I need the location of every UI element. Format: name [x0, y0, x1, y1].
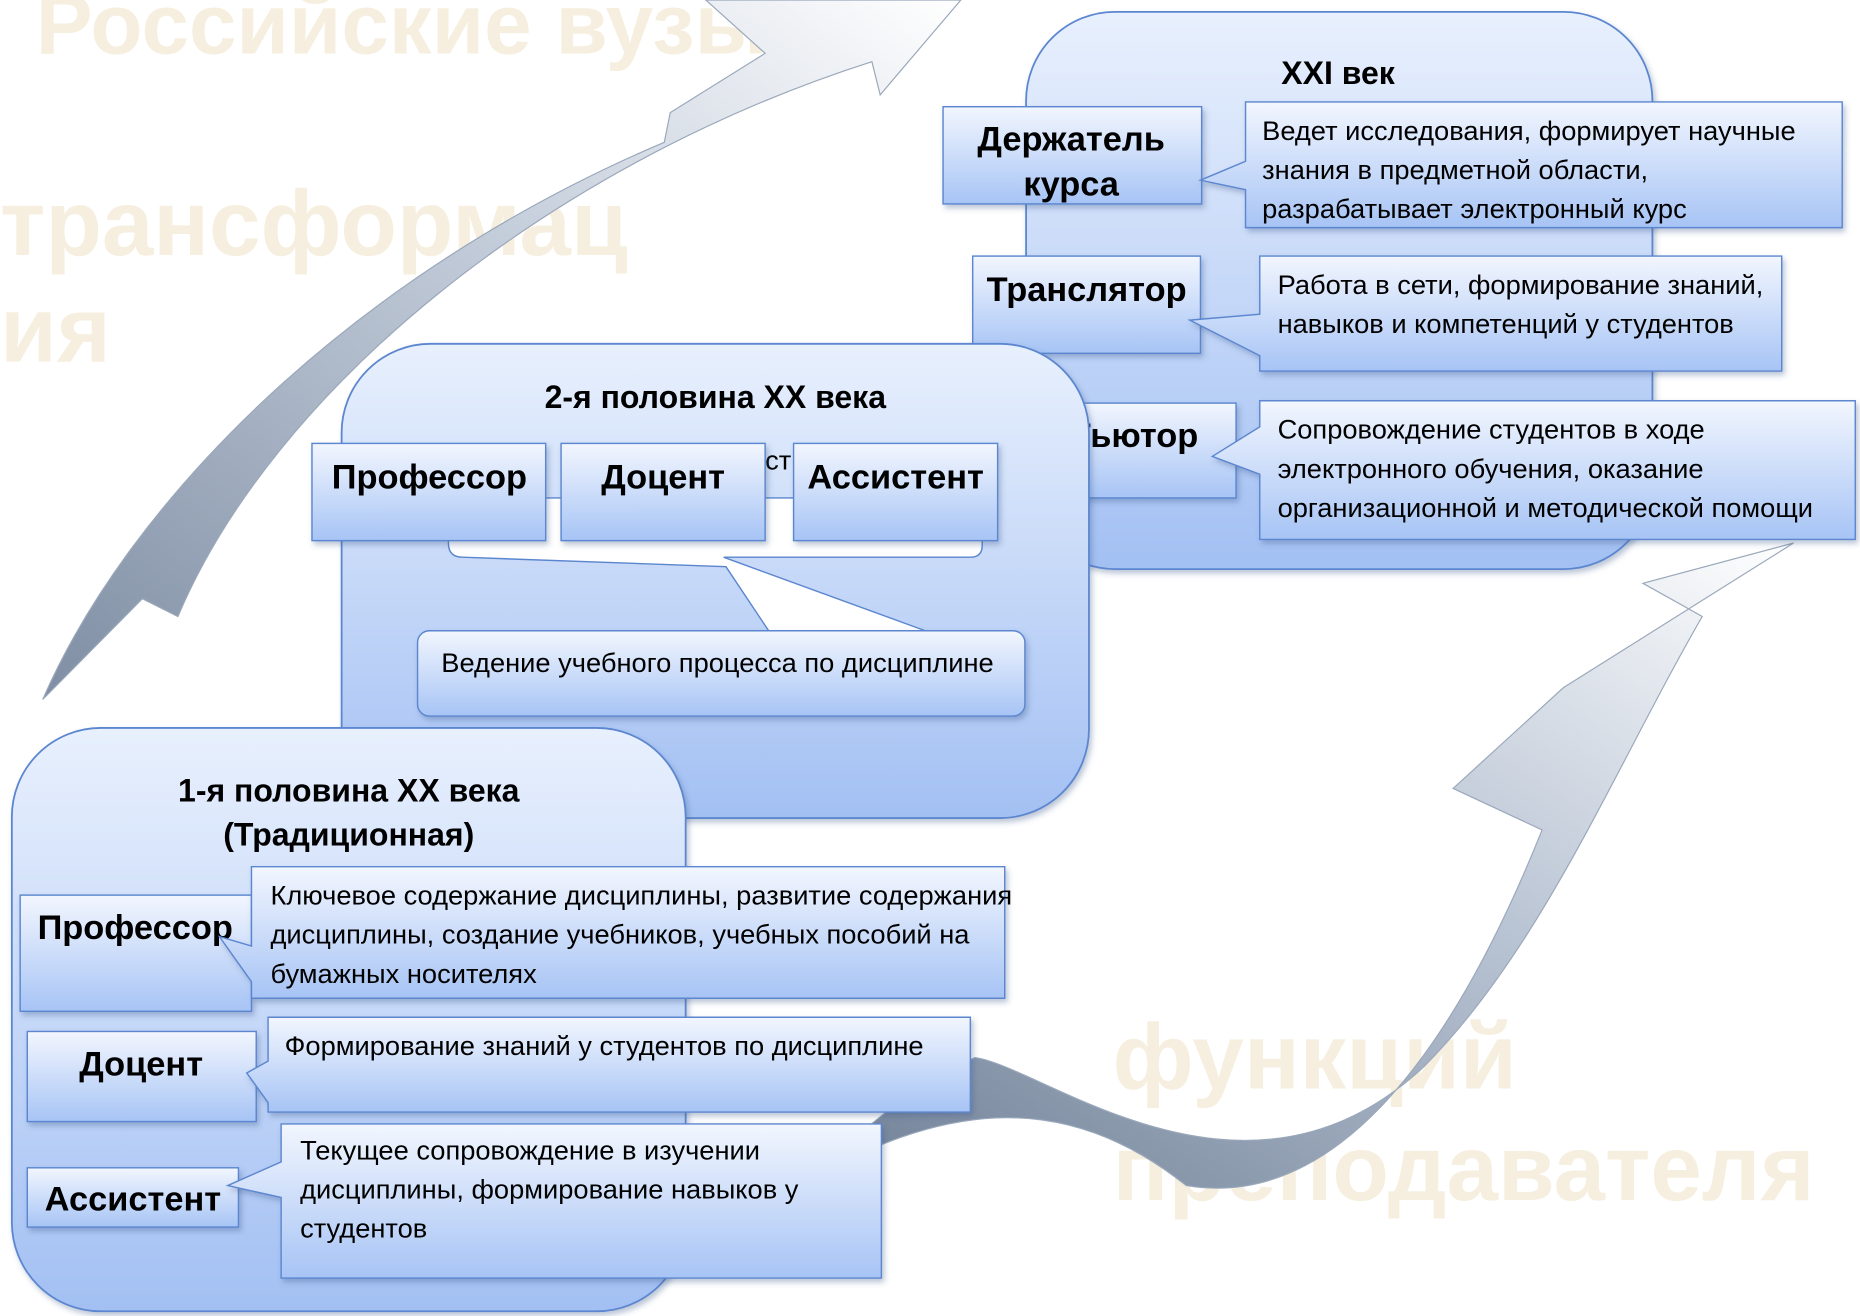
callout-assistant-1 [225, 1123, 883, 1279]
role-label-course-holder-line-1: Держатель [977, 121, 1164, 159]
role-label-translator: Транслятор [987, 271, 1187, 309]
role-box-assistant-1 [26, 1167, 240, 1228]
curved-arrow-bottom [815, 542, 1794, 1189]
curved-arrow-top [42, 0, 962, 700]
watermark-line-1: Российские вузы: [36, 0, 796, 72]
desc-assistant-1-line-2: дисциплины, формирование навыков у [300, 1174, 799, 1205]
role-label-assistant-1: Ассистент [45, 1180, 221, 1218]
desc-assistant-1-line-3: студентов [300, 1213, 427, 1244]
desc-assistant-1-line-1: Текущее сопровождение в изучении [300, 1135, 760, 1166]
desc-tutor-line-1: Сопровождение студентов в ходе [1278, 414, 1705, 445]
desc-tutor-line-3: организационной и методической помощи [1278, 492, 1813, 523]
desc-tutor-line-2: электронного обучения, оказание [1278, 453, 1704, 484]
role-box-course-holder [942, 105, 1203, 205]
hidden-text-fragment: ст [765, 444, 792, 475]
desc-course-holder-line-3: разрабатывает электронный курс [1262, 193, 1687, 224]
callout-translator [1187, 255, 1783, 372]
panel-21st-century: XXI век Держатель курса Ведет исследован… [942, 10, 1856, 570]
role-box-translator [971, 255, 1202, 355]
role-label-professor-2: Профессор [332, 458, 527, 496]
desc-professor-1-line-2: дисциплины, создание учебников, учебных … [270, 919, 970, 950]
panel-2nd-half-20th-century: 2-я половина XX века ст Профессор Доцент… [311, 342, 1090, 819]
shared-desc: Ведение учебного процесса по дисциплине [441, 647, 993, 678]
role-label-tutor: Тьютор [1070, 417, 1199, 455]
panel-1st-half-title-line-2: (Традиционная) [223, 816, 474, 852]
desc-professor-1-line-1: Ключевое содержание дисциплины, развитие… [270, 880, 1012, 911]
desc-course-holder-line-1: Ведет исследования, формирует научные [1262, 115, 1796, 146]
watermark-line-3: ия [0, 278, 111, 382]
panel-1st-half-title-line-1: 1-я половина XX века [178, 772, 520, 808]
role-box-docent-2 [560, 442, 766, 542]
callout-tutor [1210, 400, 1856, 541]
role-box-assistant-2 [792, 442, 999, 542]
role-box-professor-2 [311, 442, 547, 542]
desc-course-holder-line-2: знания в предметной области, [1262, 154, 1648, 185]
panel-21st-century-title: XXI век [1281, 55, 1396, 91]
panel-2nd-half-title: 2-я половина XX века [545, 379, 887, 415]
shared-desc-box [416, 630, 1026, 717]
callout-professor-1 [217, 865, 1006, 999]
desc-docent-1: Формирование знаний у студентов по дисци… [285, 1030, 924, 1061]
role-label-docent-2: Доцент [601, 458, 725, 496]
role-label-assistant-2: Ассистент [807, 458, 983, 496]
desc-translator-line-2: навыков и компетенций у студентов [1278, 308, 1734, 339]
desc-professor-1-line-3: бумажных носителях [270, 958, 537, 989]
role-label-docent-1: Доцент [79, 1045, 203, 1083]
desc-translator-line-1: Работа в сети, формирование знаний, [1278, 269, 1764, 300]
callout-docent-1 [245, 1016, 972, 1113]
role-label-course-holder-line-2: курса [1023, 166, 1119, 204]
role-label-professor-1: Профессор [38, 909, 233, 947]
callout-course-holder [1198, 101, 1843, 229]
role-box-docent-1 [26, 1030, 257, 1123]
panel-1st-half-20th-century: 1-я половина XX века (Традиционная) Проф… [10, 727, 1012, 1313]
